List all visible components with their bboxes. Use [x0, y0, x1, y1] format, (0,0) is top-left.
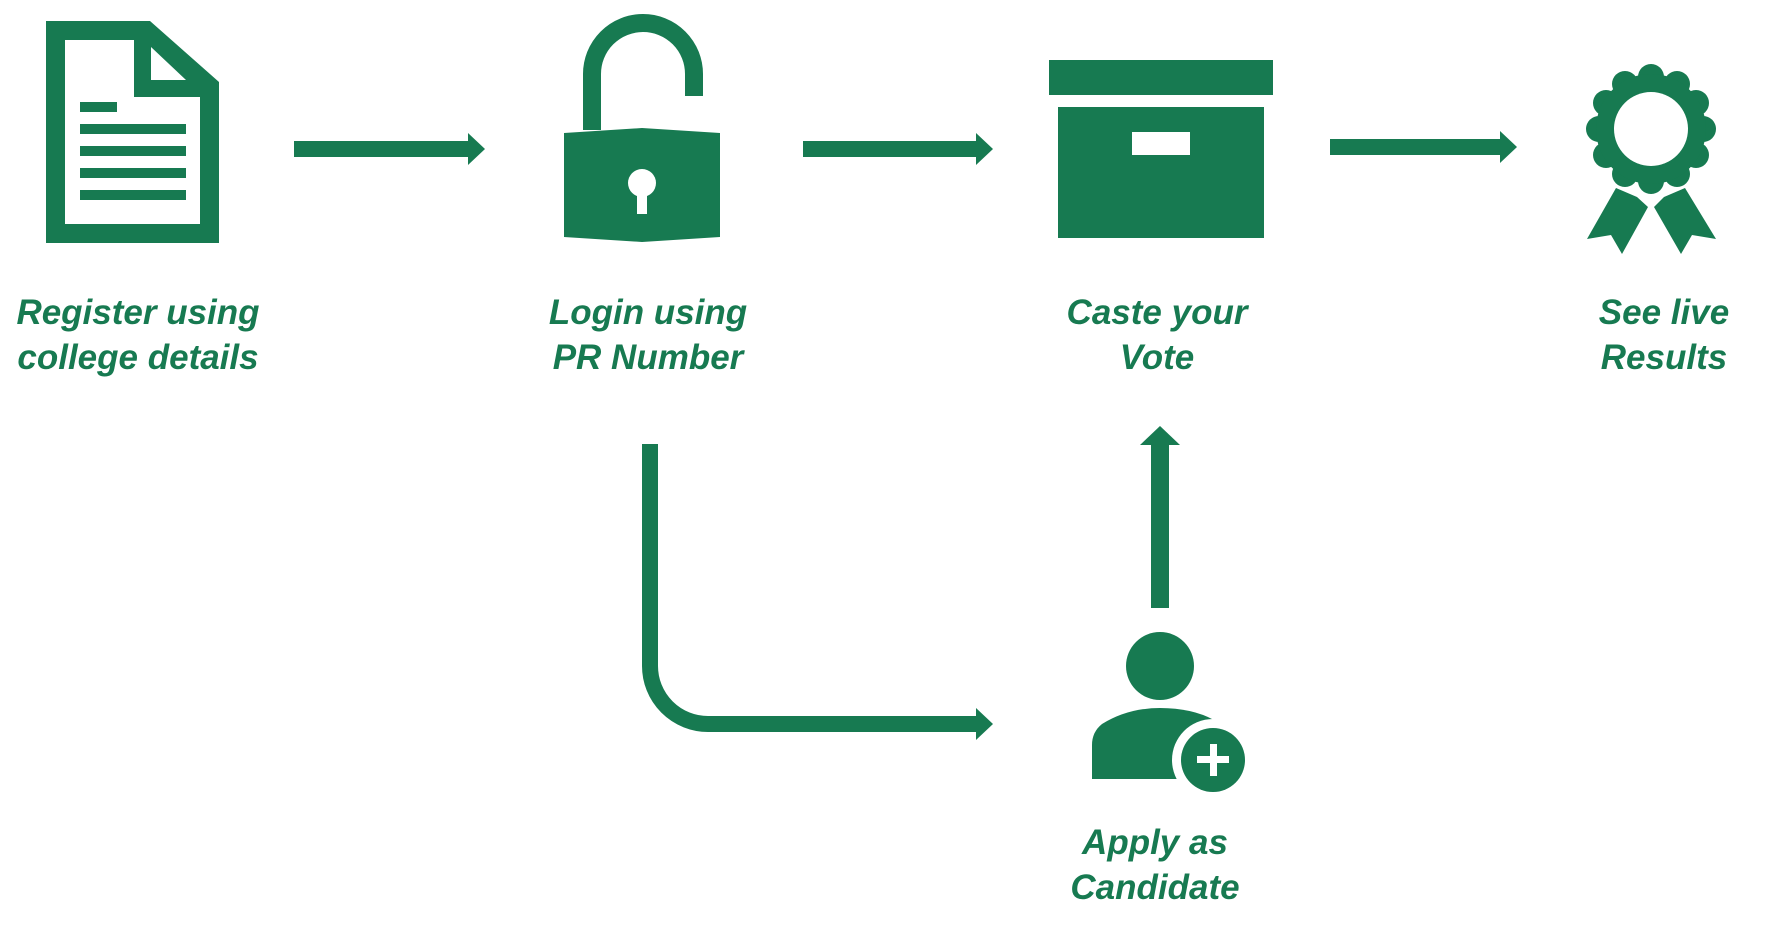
document-icon — [46, 21, 219, 243]
award-ribbon-icon — [1586, 64, 1716, 254]
step-label-line: PR Number — [552, 338, 744, 377]
step-label-apply: Apply as Candidate — [995, 820, 1315, 910]
step-label-line: Candidate — [1070, 868, 1240, 907]
step-label-line: Register using — [16, 293, 260, 332]
arrow-apply-to-vote — [1140, 426, 1180, 608]
step-label-login: Login using PR Number — [488, 290, 808, 380]
step-label-vote: Caste your Vote — [997, 290, 1317, 380]
step-label-line: college details — [17, 338, 259, 377]
ballot-box-icon — [1049, 60, 1273, 238]
arrow-login-to-apply — [642, 444, 993, 740]
arrow-register-to-login — [294, 133, 485, 165]
step-label-line: Caste your — [1066, 293, 1248, 332]
unlocked-padlock-icon — [564, 14, 720, 242]
arrow-login-to-vote — [803, 133, 993, 165]
step-label-line: See live — [1598, 293, 1730, 332]
step-label-results: See live Results — [1504, 290, 1769, 380]
arrow-vote-to-results — [1330, 131, 1517, 163]
step-label-line: Results — [1600, 338, 1728, 377]
step-label-line: Apply as — [1082, 823, 1228, 862]
add-user-icon — [1092, 632, 1254, 801]
step-label-register: Register using college details — [0, 290, 298, 380]
step-label-line: Vote — [1119, 338, 1195, 377]
step-label-line: Login using — [548, 293, 748, 332]
